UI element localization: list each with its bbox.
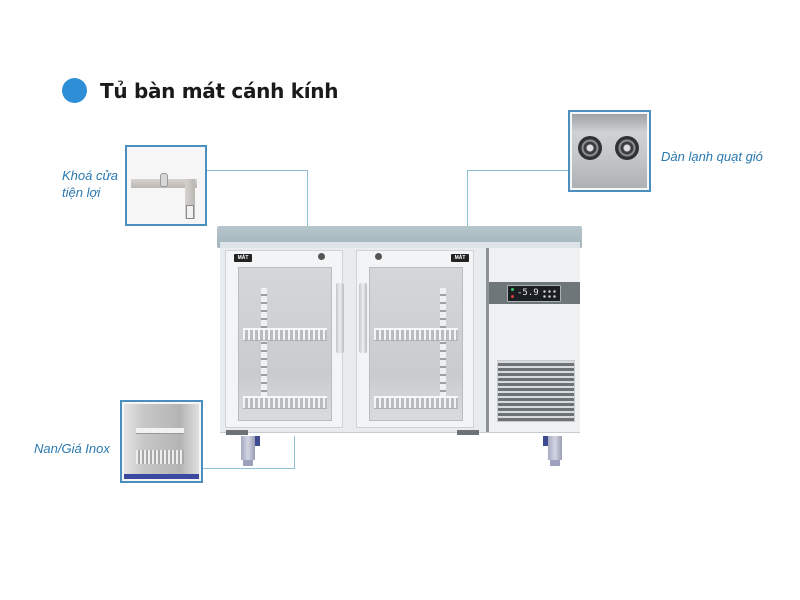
shelf-post: [261, 288, 267, 408]
vent-grille: [497, 360, 575, 422]
countertop-edge: [220, 242, 580, 248]
door-glass: [369, 267, 463, 421]
shelf-thumbnail: [120, 400, 203, 483]
glass-door-left[interactable]: MÁT: [225, 250, 344, 428]
status-led-icon: [511, 288, 514, 291]
connector-line: [467, 170, 468, 226]
door-badge: MÁT: [451, 254, 469, 262]
title-bullet-icon: [62, 78, 87, 103]
wire-shelf: [374, 396, 458, 409]
callout-shelf: Nan/Giá Inox: [34, 441, 110, 456]
door-lock-thumbnail: [125, 145, 207, 226]
callout-fan-evaporator: Dàn lạnh quạt gió: [661, 149, 763, 164]
door-handle[interactable]: [336, 283, 344, 353]
connector-line: [307, 170, 308, 226]
latch-icon: [186, 205, 194, 219]
temperature-display: -5.9: [517, 288, 539, 298]
door-hinge: [457, 430, 479, 435]
page-title: Tủ bàn mát cánh kính: [100, 79, 339, 103]
leg-foot: [243, 460, 253, 466]
shelf-rack: [136, 450, 184, 464]
leg-mount: [255, 436, 260, 446]
adjustable-leg: [241, 436, 255, 460]
connector-line: [467, 170, 568, 171]
connector-line: [203, 468, 295, 469]
callout-door-lock-line1: Khoá cửa: [62, 168, 118, 183]
callout-door-lock-line2: tiện lợi: [62, 185, 101, 200]
wire-shelf: [374, 328, 458, 341]
shelf-rack: [136, 428, 184, 434]
door-badge: MÁT: [234, 254, 252, 262]
wire-shelf: [243, 396, 327, 409]
cabinet-base: [124, 474, 199, 479]
fan-icon: [615, 136, 639, 160]
temperature-controller[interactable]: -5.9: [507, 285, 561, 302]
adjustable-leg: [548, 436, 562, 460]
cabinet-interior: [124, 404, 199, 479]
leg-foot: [550, 460, 560, 466]
wire-shelf: [243, 328, 327, 341]
compressor-panel: -5.9: [486, 248, 580, 432]
leg-mount: [543, 436, 548, 446]
connector-line: [294, 436, 295, 469]
lock-icon: [160, 173, 168, 187]
door-frame-side: [185, 179, 195, 219]
shelf-post: [440, 288, 446, 408]
door-glass: [238, 267, 332, 421]
door-hinge: [226, 430, 248, 435]
callout-door-lock: Khoá cửa tiện lợi: [62, 167, 118, 201]
lock-icon: [375, 253, 382, 260]
glass-door-right[interactable]: MÁT: [356, 250, 474, 428]
door-handle[interactable]: [359, 283, 367, 353]
connector-line: [207, 170, 308, 171]
fan-icon: [578, 136, 602, 160]
control-buttons[interactable]: [542, 289, 556, 298]
status-led-icon: [511, 295, 514, 298]
fan-evaporator-thumbnail: [568, 110, 651, 192]
lock-icon: [318, 253, 325, 260]
